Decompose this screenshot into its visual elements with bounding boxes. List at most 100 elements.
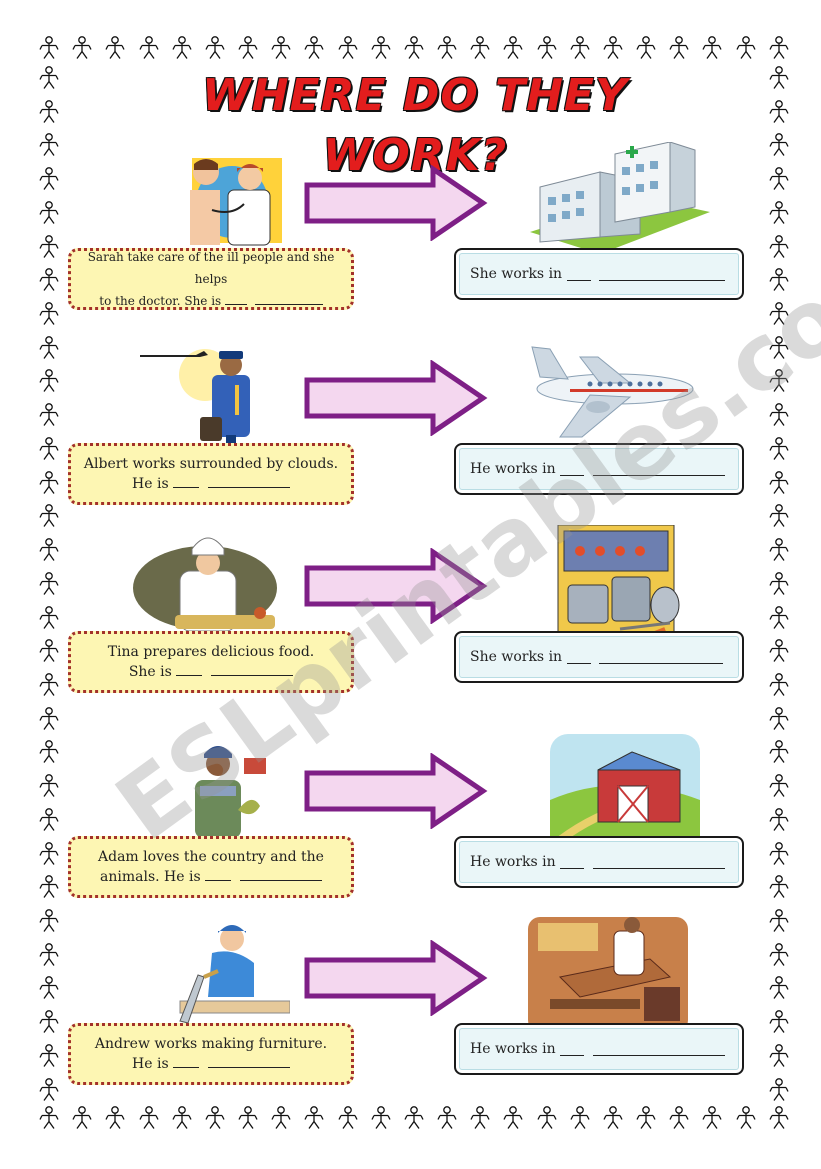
blank-job[interactable] bbox=[207, 1055, 290, 1068]
sentence-box: Sarah take care of the ill people and sh… bbox=[68, 248, 354, 310]
carpenter-icon bbox=[179, 925, 290, 1024]
answer-prefix: He works in bbox=[470, 1041, 556, 1057]
blank-place[interactable] bbox=[599, 268, 726, 281]
blank-place[interactable] bbox=[593, 463, 726, 476]
stick-figure-icon bbox=[38, 201, 60, 225]
blank-article[interactable] bbox=[205, 868, 232, 881]
blank-article[interactable] bbox=[566, 651, 591, 664]
stick-figure-icon bbox=[71, 36, 93, 62]
stick-figure-icon bbox=[38, 942, 60, 967]
blank-article[interactable] bbox=[566, 268, 591, 281]
stick-figure-icon bbox=[71, 1106, 93, 1132]
stick-figure-icon bbox=[38, 36, 60, 62]
stick-figure-icon bbox=[502, 1106, 524, 1132]
arrow-right-icon bbox=[304, 940, 488, 1016]
blank-job[interactable] bbox=[211, 663, 294, 676]
stick-figure-icon bbox=[668, 36, 690, 62]
stick-figure-icon bbox=[668, 1106, 690, 1132]
stick-figure-icon bbox=[38, 167, 60, 191]
sentence-line: She is bbox=[129, 662, 294, 682]
stick-figure-icon bbox=[768, 470, 790, 495]
sentence-line: to the doctor. She is bbox=[99, 290, 323, 312]
blank-article[interactable] bbox=[560, 856, 585, 869]
stick-figure-icon bbox=[768, 268, 790, 292]
blank-place[interactable] bbox=[593, 1043, 726, 1056]
arrow-right-icon bbox=[304, 753, 488, 829]
stick-figure-icon bbox=[38, 268, 60, 292]
stick-figure-icon bbox=[204, 36, 226, 62]
border-bottom bbox=[38, 1106, 790, 1132]
sentence-line: He is bbox=[132, 1054, 290, 1074]
stick-figure-icon bbox=[569, 1106, 591, 1132]
sentence-box: Andrew works making furniture. He is bbox=[68, 1023, 354, 1085]
stick-figure-icon bbox=[38, 437, 60, 461]
stick-figure-icon bbox=[38, 571, 60, 596]
stick-figure-icon bbox=[337, 36, 359, 62]
stick-figure-icon bbox=[303, 36, 325, 62]
blank-article[interactable] bbox=[176, 663, 203, 676]
sentence-line: Adam loves the country and the bbox=[98, 849, 324, 865]
answer-box: He works in bbox=[454, 1023, 744, 1075]
stick-figure-icon bbox=[38, 369, 60, 393]
border-top bbox=[38, 36, 790, 62]
border-left bbox=[38, 66, 60, 1102]
nurse-doctor-icon bbox=[190, 158, 282, 246]
stick-figure-icon bbox=[303, 1106, 325, 1132]
stick-figure-icon bbox=[138, 36, 160, 62]
stick-figure-icon bbox=[768, 504, 790, 528]
stick-figure-icon bbox=[768, 841, 790, 866]
arrow-right-icon bbox=[304, 360, 488, 436]
blank-article[interactable] bbox=[173, 1055, 200, 1068]
sentence-text: He is bbox=[132, 476, 169, 492]
blank-article[interactable] bbox=[225, 292, 248, 305]
blank-place[interactable] bbox=[599, 651, 724, 664]
stick-figure-icon bbox=[768, 133, 790, 157]
stick-figure-icon bbox=[768, 942, 790, 967]
blank-article[interactable] bbox=[173, 475, 200, 488]
answer-prefix: He works in bbox=[470, 461, 556, 477]
stick-figure-icon bbox=[38, 66, 60, 90]
blank-job[interactable] bbox=[240, 868, 322, 881]
blank-article[interactable] bbox=[560, 1043, 585, 1056]
chef-icon bbox=[133, 537, 277, 632]
blank-article[interactable] bbox=[560, 463, 585, 476]
stick-figure-icon bbox=[768, 909, 790, 933]
stick-figure-icon bbox=[436, 1106, 458, 1132]
stick-figure-icon bbox=[237, 1106, 259, 1132]
stick-figure-icon bbox=[38, 133, 60, 157]
sentence-box: Adam loves the country and the animals. … bbox=[68, 836, 354, 898]
blank-place[interactable] bbox=[593, 856, 726, 869]
stick-figure-icon bbox=[768, 234, 790, 259]
stick-figure-icon bbox=[38, 470, 60, 495]
stick-figure-icon bbox=[171, 36, 193, 62]
exercise-row: Albert works surrounded by clouds. He is… bbox=[60, 345, 770, 535]
blank-job[interactable] bbox=[254, 292, 323, 305]
exercise-row: Sarah take care of the ill people and sh… bbox=[60, 142, 770, 340]
kitchen-icon bbox=[557, 525, 680, 639]
stick-figure-icon bbox=[735, 36, 757, 62]
stick-figure-icon bbox=[38, 673, 60, 697]
stick-figure-icon bbox=[104, 1106, 126, 1132]
stick-figure-icon bbox=[502, 36, 524, 62]
stick-figure-icon bbox=[270, 1106, 292, 1132]
answer-prefix: He works in bbox=[470, 854, 556, 870]
sentence-box: Albert works surrounded by clouds. He is bbox=[68, 443, 354, 505]
stick-figure-icon bbox=[38, 639, 60, 663]
stick-figure-icon bbox=[171, 1106, 193, 1132]
stick-figure-icon bbox=[768, 976, 790, 1000]
stick-figure-icon bbox=[38, 1077, 60, 1102]
blank-job[interactable] bbox=[207, 475, 290, 488]
stick-figure-icon bbox=[38, 335, 60, 360]
stick-figure-icon bbox=[38, 538, 60, 562]
hospital-icon bbox=[530, 142, 710, 254]
stick-figure-icon bbox=[768, 1010, 790, 1034]
stick-figure-icon bbox=[38, 909, 60, 933]
stick-figure-icon bbox=[38, 875, 60, 899]
stick-figure-icon bbox=[768, 538, 790, 562]
stick-figure-icon bbox=[768, 403, 790, 427]
answer-prefix: She works in bbox=[470, 649, 563, 665]
stick-figure-icon bbox=[104, 36, 126, 62]
stick-figure-icon bbox=[38, 1043, 60, 1068]
stick-figure-icon bbox=[768, 740, 790, 764]
sentence-line: Andrew works making furniture. bbox=[94, 1036, 328, 1052]
